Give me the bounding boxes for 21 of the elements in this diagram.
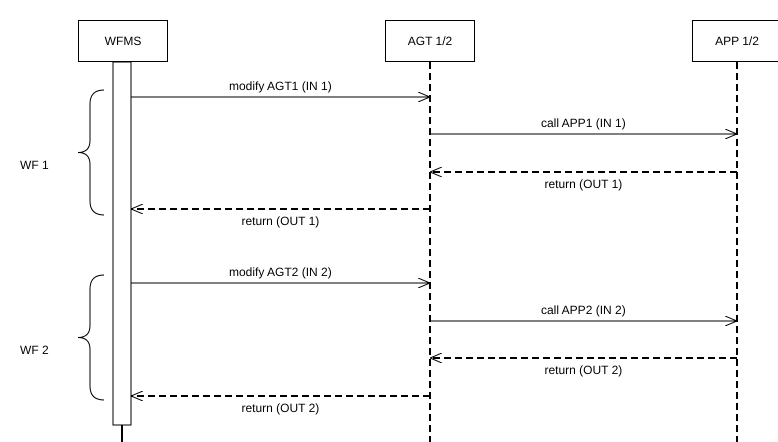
message-label: call APP1 (IN 1) xyxy=(541,116,626,130)
message-arrow xyxy=(430,128,738,140)
message-label: return (OUT 1) xyxy=(544,177,622,191)
message-label: modify AGT2 (IN 2) xyxy=(229,265,332,279)
message-arrow xyxy=(430,316,738,326)
message-label: return (OUT 2) xyxy=(544,363,622,377)
message-label: return (OUT 2) xyxy=(242,401,320,415)
participant-lifeline: WFMS xyxy=(78,20,168,442)
return-arrow xyxy=(130,390,430,402)
message-label: modify AGT1 (IN 1) xyxy=(229,79,332,93)
return-arrow xyxy=(430,352,737,364)
message-label: return (OUT 1) xyxy=(242,214,320,228)
message-label: call APP2 (IN 2) xyxy=(541,303,626,317)
participant-lifeline: APP 1/2 xyxy=(692,20,778,442)
return-arrow xyxy=(130,204,430,214)
bracket-label: WF 2 xyxy=(20,343,49,357)
message-arrow xyxy=(130,92,430,102)
message-arrow xyxy=(130,278,430,288)
bracket-label: WF 1 xyxy=(20,158,49,172)
participant-lifeline: AGT 1/2 xyxy=(385,20,475,442)
return-arrow xyxy=(430,166,737,178)
